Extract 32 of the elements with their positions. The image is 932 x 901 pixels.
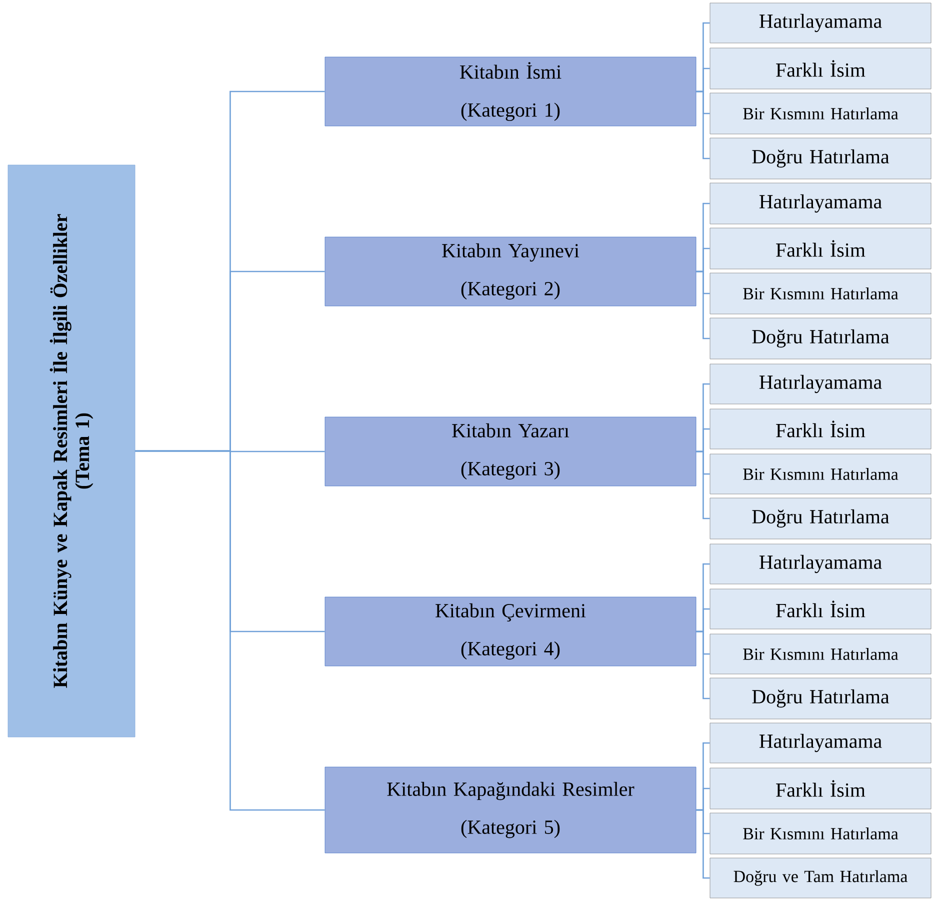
- subcategory-box: Bir Kısmını Hatırlama: [710, 272, 932, 314]
- subcategory-box: Doğru ve Tam Hatırlama: [710, 858, 932, 898]
- connector: [135, 450, 325, 811]
- subcategory-box: Farklı İsim: [710, 48, 932, 90]
- connector: [696, 450, 710, 520]
- category-box: Kitabın Yazarı (Kategori 3): [324, 416, 696, 486]
- theme-box: Kitabın Künye ve Kapak Resimleri İle İlgili Özellikler (Tema 1): [8, 164, 136, 738]
- category-box: Kitabın İsmi (Kategori 1): [324, 56, 696, 126]
- subcategory-box: Farklı İsim: [710, 228, 932, 270]
- subcategory-box: Farklı İsim: [710, 768, 932, 810]
- subcategory-box: Doğru Hatırlama: [710, 498, 932, 540]
- subcategory-box: Doğru Hatırlama: [710, 138, 932, 180]
- category-box: Kitabın Kapağındaki Resimler (Kategori 5): [324, 766, 696, 854]
- subcategory-box: Hatırlayamama: [710, 722, 932, 764]
- connector: [696, 809, 710, 879]
- category-box: Kitabın Yayınevi (Kategori 2): [324, 236, 696, 306]
- connector: [696, 630, 710, 700]
- subcategory-box: Bir Kısmını Hatırlama: [710, 454, 932, 494]
- category-box: Kitabın Çevirmeni (Kategori 4): [324, 596, 696, 666]
- subcategory-box: Doğru Hatırlama: [710, 318, 932, 360]
- connector: [696, 90, 710, 160]
- subcategory-box: Bir Kısmını Hatırlama: [710, 92, 932, 134]
- subcategory-box: Bir Kısmını Hatırlama: [710, 812, 932, 854]
- subcategory-box: Doğru Hatırlama: [710, 678, 932, 720]
- subcategory-box: Hatırlayamama: [710, 544, 932, 584]
- subcategory-box: Hatırlayamama: [710, 364, 932, 404]
- subcategory-box: Hatırlayamama: [710, 182, 932, 224]
- subcategory-box: Farklı İsim: [710, 588, 932, 630]
- subcategory-box: Bir Kısmını Hatırlama: [710, 634, 932, 674]
- subcategory-box: Hatırlayamama: [710, 2, 932, 44]
- subcategory-box: Farklı İsim: [710, 408, 932, 450]
- connector: [696, 270, 710, 340]
